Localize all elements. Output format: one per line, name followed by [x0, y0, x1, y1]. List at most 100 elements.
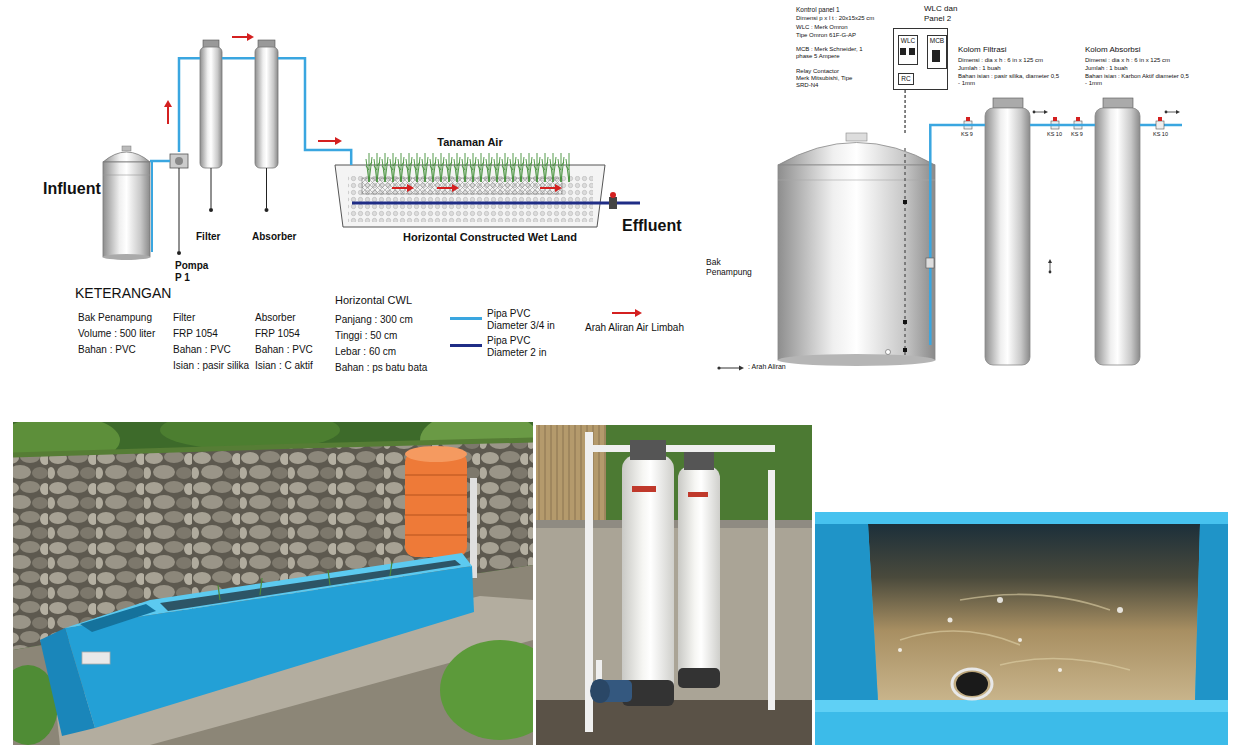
- spec-text: Tinggi : 50 cm: [335, 330, 397, 342]
- legend-arrow-sample-part: [635, 309, 642, 317]
- part-label: Absorber: [252, 231, 312, 243]
- photo-water-basin-part: [1117, 607, 1123, 613]
- column-drawing: [985, 98, 1182, 365]
- pump-drawing-part: [175, 157, 183, 165]
- photo-water-basin-part: [1018, 638, 1022, 642]
- spec-text: Panjang : 300 cm: [335, 314, 413, 326]
- photo-wetland-part: [405, 494, 467, 496]
- spec-text: Tipe Omron 61F-G-AP: [796, 32, 856, 39]
- valve-part: [1158, 117, 1162, 121]
- flow-arrow-part: [335, 137, 342, 145]
- storage-tank: Influent: [103, 150, 150, 260]
- panel-parts-part: [909, 48, 915, 55]
- valve-label: KS 9: [1071, 131, 1083, 138]
- pipe-connector: [930, 125, 985, 135]
- big-tank-drawing-part: [778, 180, 935, 181]
- panel-parts: [900, 48, 940, 62]
- flow-arrow: [164, 33, 562, 192]
- spec-text: Bahan isian : Karbon Aktif diameter 0,5 …: [1085, 73, 1189, 87]
- spec-text: Relay Contactor Merk Mitsubishi, Tipe SR…: [796, 68, 854, 90]
- flow-arrow-part: [452, 184, 459, 192]
- flow-arrow-part: [555, 184, 562, 192]
- flow-marker-part: [1165, 111, 1168, 114]
- spec-heading: Kontrol panel 1: [796, 6, 840, 14]
- panel-parts-part: [900, 48, 906, 55]
- flow-arrow-part: [164, 100, 172, 107]
- photo-water-basin-part: [815, 512, 1228, 745]
- pump: Pompa P 1: [170, 152, 188, 170]
- spec-heading: Bak Penampung: [78, 312, 152, 324]
- photo-wetland-part: [82, 652, 110, 664]
- flow-arrow-part: [392, 187, 408, 189]
- legend-swatch: [450, 344, 482, 347]
- wetland-drawing-part: [365, 150, 570, 182]
- spec-text: Bahan : PVC: [255, 344, 313, 356]
- flow-arrow-part: [540, 187, 556, 189]
- spec-heading: Absorber: [255, 312, 296, 324]
- spec-heading: Horizontal CWL: [335, 294, 412, 307]
- legend-label: Pipa PVC Diameter 2 in: [487, 335, 567, 359]
- spec-text: Bahan : PVC: [173, 344, 231, 356]
- flow-marker-part: [1176, 110, 1180, 114]
- flow-marker-part: [1035, 112, 1045, 113]
- photo-wetland-part: [470, 478, 477, 578]
- spec-text: Bahan isian : pasir silika, diameter 0,5…: [958, 73, 1062, 87]
- big-tank-drawing-part: [778, 354, 935, 366]
- column-drawing-part: [993, 98, 1023, 108]
- photo-wetland-part: [440, 640, 533, 740]
- pump-drawing-part: [170, 154, 188, 168]
- storage-tank-drawing-part: [103, 162, 150, 257]
- spec-text: Volume : 500 liter: [78, 328, 155, 340]
- column-drawing-part: [1103, 98, 1133, 108]
- spec-text: Lebar : 60 cm: [335, 346, 396, 358]
- spec-text: Isian : pasir silika: [173, 360, 249, 372]
- legend-swatch: [450, 317, 482, 320]
- pipe-connector: [905, 90, 906, 135]
- photo-filters-part: [585, 445, 775, 452]
- storage-tank-drawing-part: [103, 254, 150, 260]
- storage-tank-drawing-part: [103, 152, 150, 162]
- wetland-drawing-part: [610, 192, 616, 198]
- photo-filters-part: [678, 466, 720, 688]
- flow-arrow-part: [407, 184, 414, 192]
- flow-arrow-part: [167, 106, 169, 124]
- photo-wetland: [13, 422, 533, 745]
- flow-arrow-part: [437, 187, 453, 189]
- big-tank-drawing-part: [903, 348, 907, 352]
- flow-arrow-part: [318, 140, 336, 142]
- flow-marker-part: [1050, 262, 1051, 271]
- spec-heading: Filter: [173, 312, 195, 324]
- big-tank-drawing-part: [926, 258, 934, 268]
- pipe-connector: [278, 58, 351, 165]
- flow-marker-part: [1048, 259, 1052, 263]
- pipe-connector: [1030, 124, 1095, 125]
- photo-filters-part: [688, 492, 708, 497]
- photo-filters-part: [622, 455, 674, 705]
- legend-arrow-sample-part: [739, 366, 744, 371]
- big-tank-drawing-part: [778, 165, 935, 360]
- legend-label: : Arah Aliran: [748, 363, 786, 371]
- control-panel: WLC dan Panel 2WLCMCBRC: [893, 28, 948, 90]
- photo-filters-part: [684, 452, 714, 470]
- photo-wetland-part: [218, 562, 392, 600]
- photo-filters-part: [590, 679, 610, 703]
- spec-text: Isian : C aktif: [255, 360, 313, 372]
- legend-arrow-sample-part: [612, 312, 636, 314]
- valve-label: KS 10: [1153, 131, 1168, 138]
- storage-tank-drawing-part: [103, 175, 150, 176]
- flow-label: Effluent: [622, 216, 682, 235]
- pump-drawing: [170, 154, 188, 255]
- photo-wetland-part: [405, 452, 467, 557]
- photo-wetland-part: [405, 534, 467, 536]
- legend-arrow-sample: [612, 309, 744, 371]
- valve-part: [1053, 117, 1057, 121]
- component-label: WLC: [901, 37, 915, 45]
- photo-water-basin: [815, 512, 1228, 745]
- storage-tank: Bak Penampung: [778, 135, 935, 365]
- spec-text: Bahan : ps batu bata: [335, 362, 427, 374]
- spec-text: Bahan : PVC: [78, 344, 136, 356]
- big-tank-drawing: [778, 133, 935, 366]
- absorber-column: Absorber: [255, 46, 278, 168]
- spec-text: Kolom Absorbsi: [1085, 45, 1141, 55]
